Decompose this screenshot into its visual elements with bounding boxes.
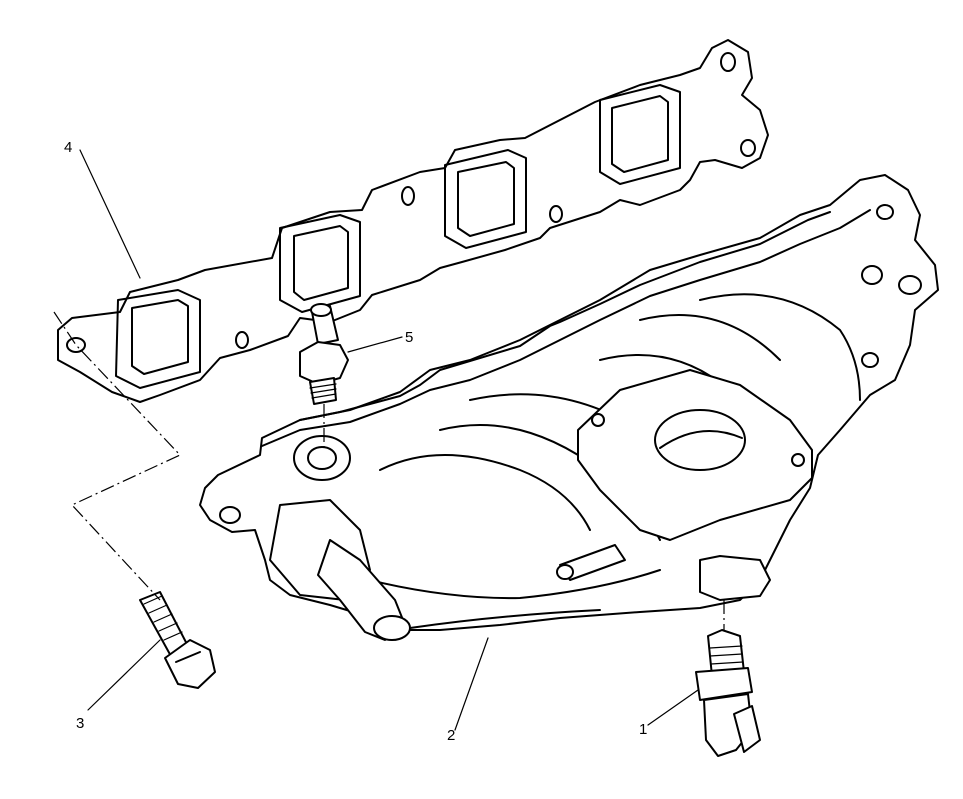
callout-2: 2 [447,727,455,744]
leader-lines [79,149,699,731]
bolt [139,591,216,689]
intake-manifold [199,174,939,641]
temperature-sensor [695,600,761,757]
vacuum-fitting [299,303,349,448]
intake-manifold-gasket [57,39,769,403]
callout-1: 1 [639,721,647,738]
assembly-centerline [53,311,182,601]
callout-5: 5 [405,329,413,346]
callout-3: 3 [76,715,84,732]
callout-4: 4 [64,139,72,156]
